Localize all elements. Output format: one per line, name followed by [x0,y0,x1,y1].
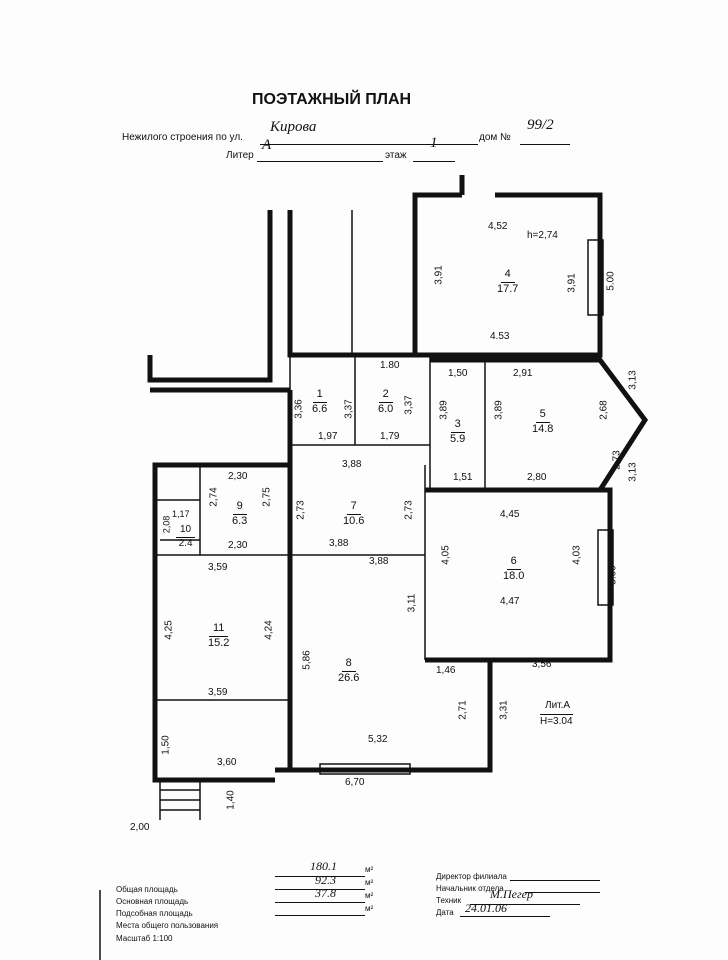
dimension: 4,05 [440,545,452,565]
dimension: 2,30 [228,540,248,551]
aux-area-label: Подсобная площадь [116,909,193,918]
house-value: 99/2 [527,117,554,133]
unit: м² [365,865,374,874]
common-area-label: Места общего пользования [116,921,219,930]
dimension: 1,40 [225,790,237,810]
dimension: 3,56 [532,659,552,670]
dimension: 3,36 [293,399,305,419]
page-title: ПОЭТАЖНЫЙ ПЛАН [252,91,412,108]
dimension: 3,88 [342,459,362,470]
dimension: 4,25 [163,620,175,640]
dimension: 1,17 [172,509,190,519]
dimension: 3,59 [208,687,228,698]
main-area-value: 92.3 [315,873,336,887]
dimension: 4,45 [500,509,520,520]
dimension: 2,08 [161,515,172,534]
street-value: Кирова [270,119,317,135]
aux-area-value: 37.8 [315,886,336,900]
dimension: 5.00 [607,565,619,585]
dimension: 3,91 [566,273,578,293]
total-area-label: Общая площадь [116,885,178,894]
dimension: 3,11 [406,593,418,613]
street-label: Нежилого строения по ул. [122,132,243,143]
dimension: 2,68 [598,400,610,420]
liter-note-height: H=3.04 [540,714,573,727]
dimension: 3,89 [493,400,505,420]
tech-signature: М.Пегер [490,887,533,901]
tech-label: Техник [436,896,462,905]
dimension: 2,71 [457,700,469,720]
dimension: 2,80 [527,472,547,483]
dimension: 1,46 [436,665,456,676]
unit: м² [365,904,374,913]
dimension: 1,50 [160,735,172,755]
dimension: 4.53 [490,331,510,342]
dimension: 5,32 [368,734,388,745]
dimension: 4,24 [263,620,275,640]
dimension: 5.00 [605,271,617,291]
director-label: Директор филиала [436,872,507,881]
dimension: 3,88 [369,556,389,567]
floor-label: этаж [385,150,407,161]
dimension: 4,52 [488,221,508,232]
dimension: 1,50 [448,368,468,379]
dimension: 2,73 [403,500,415,520]
dimension: 3,13 [627,462,639,482]
scale-label: Масштаб 1:100 [116,934,173,943]
dimension: 3,88 [329,538,349,549]
dimension: 2,74 [208,487,220,507]
house-label: дом № [479,132,511,143]
dimension: 2,91 [513,368,533,379]
liter-label: Литер [226,150,254,161]
dimension: 3,91 [433,265,445,285]
dimension: 2,73 [295,500,307,520]
liter-note-label: Лит.А [545,700,571,711]
dimension: 4,47 [500,596,520,607]
main-area-label: Основная площадь [116,897,189,906]
dimension: 1.80 [380,360,400,371]
dimension: 3,37 [343,399,355,419]
date-label: Дата [436,908,454,917]
dimension: 2,75 [261,487,273,507]
dimension: 2,73 [611,450,623,470]
dimension: 3,89 [438,400,450,420]
dimension: 2,00 [130,822,150,833]
dimension: 4,03 [571,545,583,565]
dimension: 3,59 [208,562,228,573]
dimension: 2,30 [228,471,248,482]
liter-value: А [262,137,272,153]
total-area-value: 180.1 [310,859,337,873]
dimension: 3,37 [403,395,415,415]
unit: м² [365,891,374,900]
head-label: Начальник отдела [436,884,504,893]
dimension: 6,70 [345,777,365,788]
dimension: 3,31 [498,700,510,720]
ceiling-height: h=2,74 [527,230,558,241]
dimension: 1,97 [318,431,338,442]
floor-value: 1 [430,135,438,151]
dimension: 1,79 [380,431,400,442]
dimension: 1,51 [453,472,473,483]
dimension: 3,60 [217,757,237,768]
dimension: 3,13 [627,370,639,390]
dimension: 5,86 [301,650,313,670]
unit: м² [365,878,374,887]
date-value: 24.01.06 [465,901,507,915]
